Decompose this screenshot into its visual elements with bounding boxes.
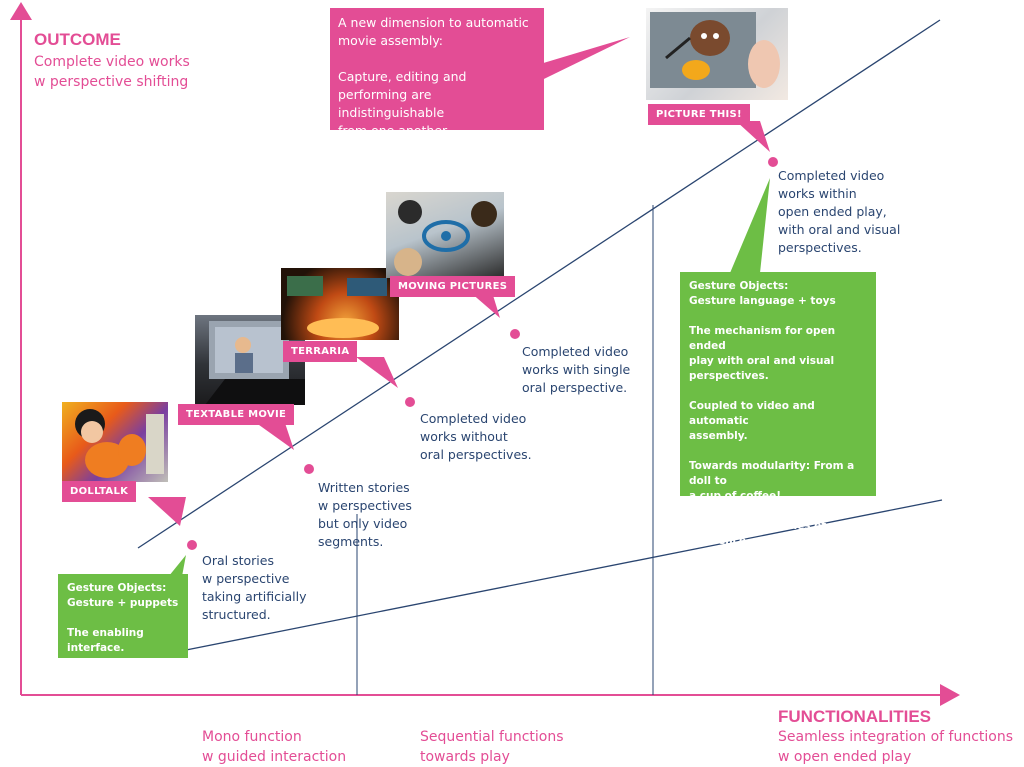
picture-this-photo [646, 8, 788, 100]
outcome-dot-5 [768, 157, 778, 167]
outcome-text-2: Written stories w perspectives but only … [318, 480, 412, 549]
outcome-trend-line [137, 19, 941, 549]
functionalities-axis-arrow [940, 684, 960, 706]
outcome-dot-4 [510, 329, 520, 339]
terraria-pointer [356, 357, 398, 388]
stage-label-2: Sequential functions towards play [420, 729, 564, 765]
stage-label-1: Mono function w guided interaction [202, 729, 347, 765]
functionalities-axis-subtitle: Seamless integration of functions w open… [778, 729, 1014, 765]
textable-movie-pointer [252, 420, 294, 450]
outcome-axis-arrow [10, 2, 32, 20]
outcome-axis-title: OUTCOME [34, 30, 121, 49]
baseline-trend-line [175, 499, 943, 653]
outcome-text-1: Oral stories w perspective taking artifi… [202, 553, 307, 622]
gesture-objects-callout-large: Gesture Objects: Gesture language + toys… [680, 272, 876, 547]
project-label-moving-pictures: MOVING PICTURES [390, 276, 516, 297]
project-label-terraria: TERRARIA [283, 341, 358, 362]
moving-pictures-pointer [470, 292, 500, 318]
functionalities-axis-title: FUNCTIONALITIES [778, 707, 931, 726]
project-label-picture-this: PICTURE THIS! [648, 104, 750, 125]
gesture-objects-callout-small: Gesture Objects: Gesture + puppets The e… [58, 574, 188, 658]
outcome-dot-2 [304, 464, 314, 474]
outcome-text-4: Completed video works with single oral p… [522, 344, 631, 395]
top-callout: A new dimension to automatic movie assem… [330, 8, 544, 138]
outcome-axis-subtitle: Complete video works w perspective shift… [34, 54, 190, 90]
outcome-text-3: Completed video works without oral persp… [420, 411, 532, 462]
picture-this-pointer [736, 121, 770, 152]
outcome-dot-1 [187, 540, 197, 550]
dolltalk-photo [62, 402, 168, 482]
moving-pictures-photo [386, 192, 504, 278]
terraria-photo [281, 268, 399, 340]
project-label-dolltalk: DOLLTALK [62, 481, 137, 502]
dolltalk-pointer [148, 497, 186, 526]
project-label-textable-movie: TEXTABLE MOVIE [178, 404, 295, 425]
large-green-pointer [730, 178, 770, 273]
outcome-text-5: Completed video works within open ended … [778, 168, 901, 255]
outcome-dot-3 [405, 397, 415, 407]
